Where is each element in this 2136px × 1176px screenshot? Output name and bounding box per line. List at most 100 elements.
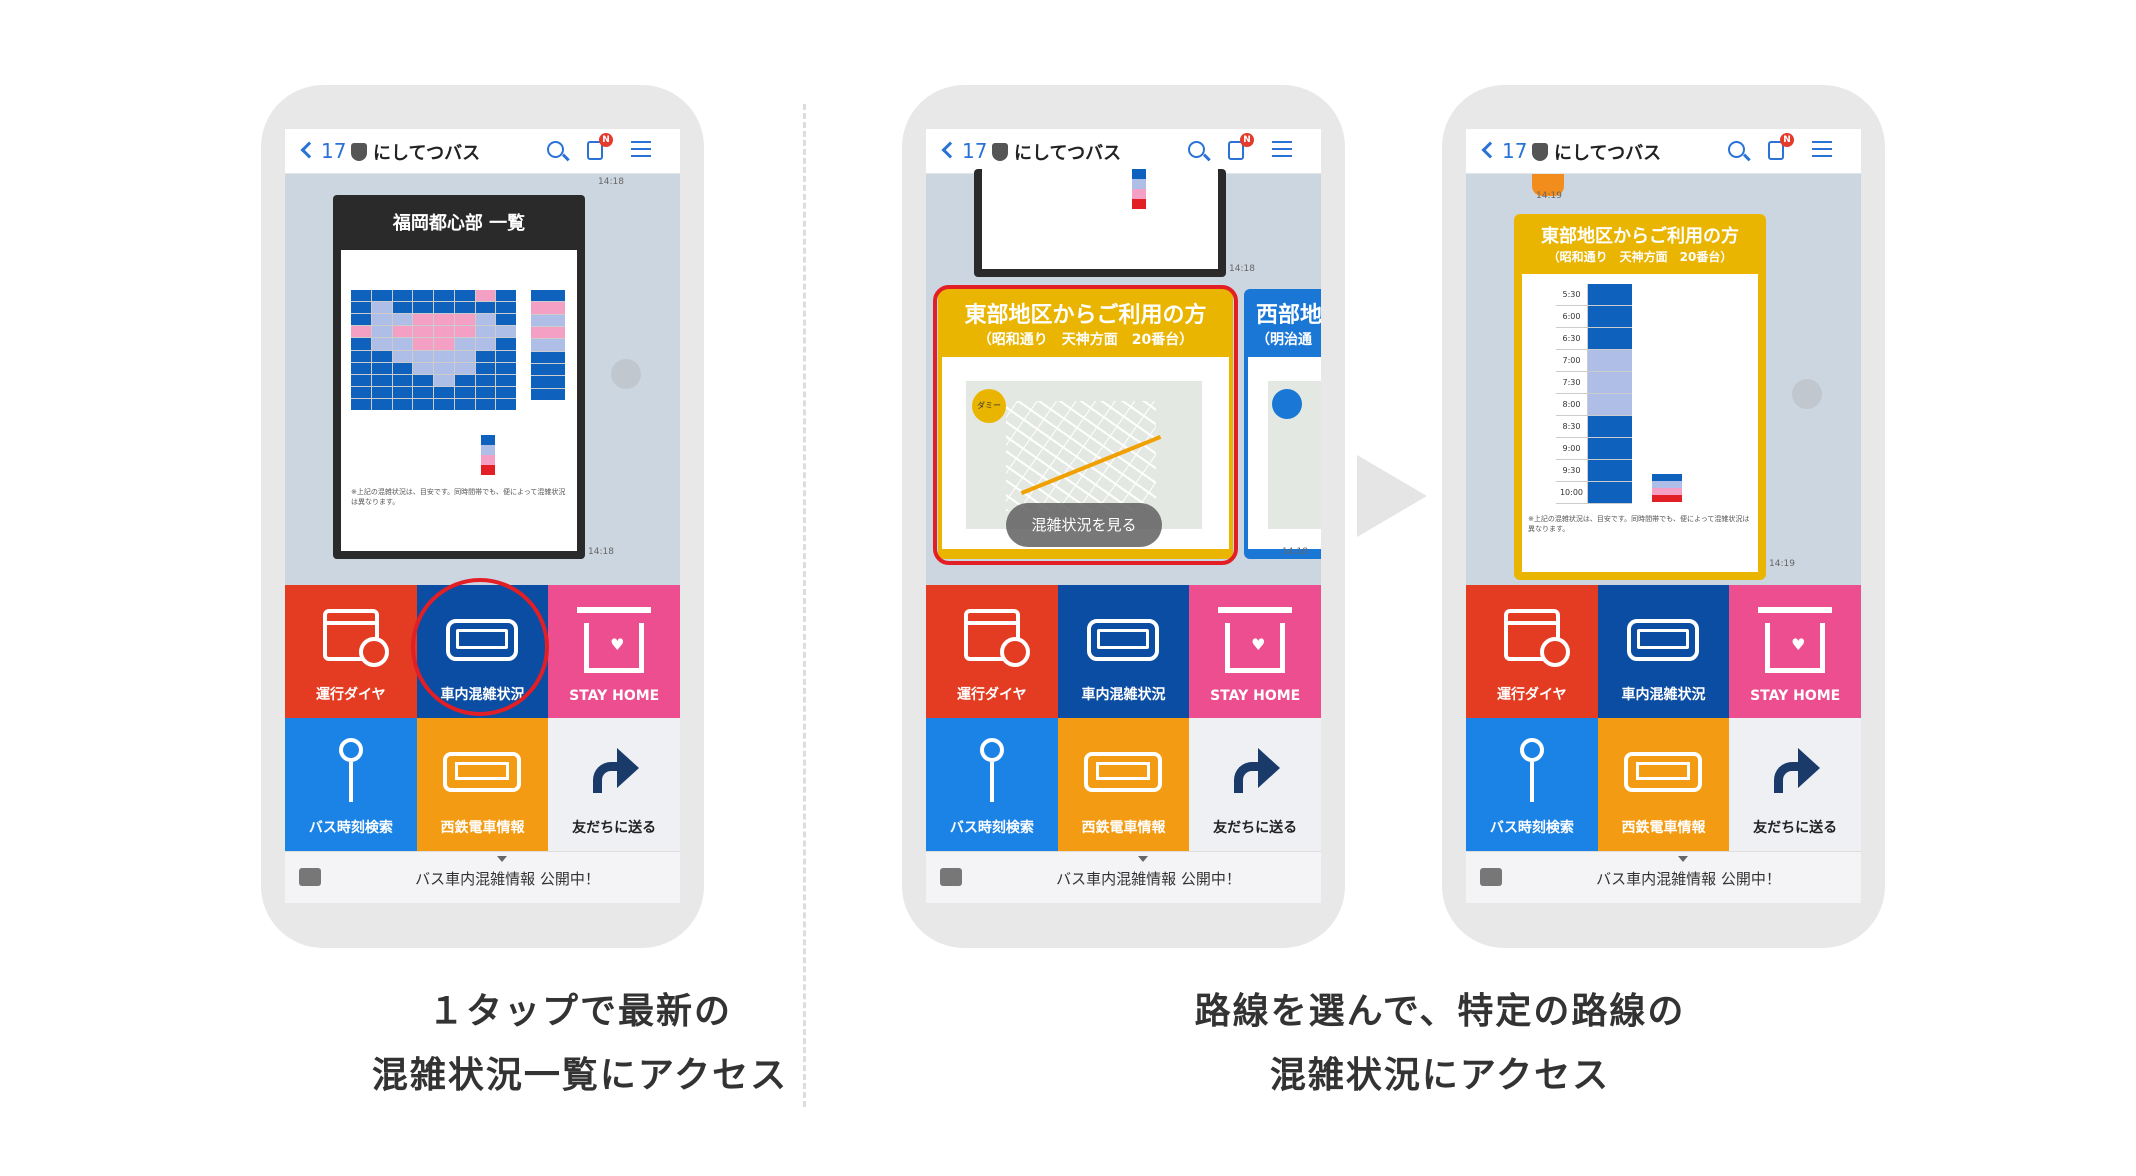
bus-congestion-button[interactable]: 車内混雑状況 — [1597, 585, 1730, 718]
tile-label: 西鉄電車情報 — [1081, 820, 1166, 836]
tile-label: 車内混雑状況 — [1621, 687, 1706, 703]
legend-swatches — [481, 435, 495, 475]
phone-mockup-1: 17 にしてつバス N 14:18 福岡都心部 一覧 — [261, 85, 704, 948]
send-to-friends-button[interactable]: 友だちに送る — [1189, 718, 1321, 851]
caption-right: 路線を選んで、特定の路線の 混雑状況にアクセス — [1060, 980, 1820, 1108]
rich-menu-bar-label[interactable]: バス車内混雑情報 公開中！ — [1056, 870, 1241, 888]
search-icon[interactable] — [1188, 141, 1205, 158]
phone-screen: 17 にしてつバス N 14:19 東部地区からご利用の方 （昭和通り 天神方面… — [1466, 129, 1861, 903]
train-info-button[interactable]: 西鉄電車情報 — [1597, 718, 1730, 851]
time-row: 7:30 — [1556, 372, 1632, 394]
bus-time-search-button[interactable]: バス時刻検索 — [285, 718, 417, 851]
back-count: 17 — [962, 139, 988, 163]
stay-home-button[interactable]: ♥STAY HOME — [548, 585, 680, 718]
timetable-button[interactable]: 運行ダイヤ — [926, 585, 1058, 718]
timetable-button[interactable]: 運行ダイヤ — [1466, 585, 1598, 718]
share-icon[interactable] — [611, 359, 641, 389]
clock-icon — [999, 637, 1030, 667]
congestion-list-card[interactable] — [974, 169, 1226, 277]
card-title: 東部地区からご利用の方 — [964, 303, 1207, 328]
sticker-image — [1532, 174, 1564, 196]
message-time: 14:18 — [588, 547, 614, 557]
time-row: 6:00 — [1556, 306, 1632, 328]
search-icon[interactable] — [1728, 141, 1745, 158]
notes-icon[interactable] — [1768, 141, 1784, 160]
legend-swatches — [1652, 474, 1682, 502]
rich-menu-bar-label[interactable]: バス車内混雑情報 公開中！ — [1596, 870, 1781, 888]
route-card-east[interactable]: 東部地区からご利用の方 （昭和通り 天神方面 20番台） ダミー 混雑状況を見る — [938, 289, 1233, 559]
legend-swatches — [1132, 169, 1146, 209]
menu-icon[interactable] — [1812, 141, 1832, 157]
search-icon[interactable] — [547, 141, 564, 158]
chat-header: 17 にしてつバス N — [1466, 129, 1861, 174]
congestion-cell — [1588, 438, 1632, 459]
tile-label: 友だちに送る — [1213, 820, 1298, 836]
congestion-list-card[interactable]: 福岡都心部 一覧 — [333, 195, 585, 559]
card-title: 西部地 — [1256, 303, 1321, 328]
share-icon[interactable] — [1792, 379, 1822, 409]
tile-label: STAY HOME — [1210, 688, 1301, 704]
account-name: にしてつバス — [1014, 143, 1122, 164]
congestion-cell — [1588, 482, 1632, 503]
train-info-button[interactable]: 西鉄電車情報 — [416, 718, 549, 851]
card-body: ダミー 混雑状況を見る — [942, 357, 1229, 549]
keyboard-icon[interactable] — [1480, 868, 1502, 886]
notes-icon[interactable] — [1228, 141, 1244, 160]
caret-down-icon[interactable] — [497, 856, 507, 862]
bus-time-search-button[interactable]: バス時刻検索 — [1466, 718, 1598, 851]
timetable-button[interactable]: 運行ダイヤ — [285, 585, 417, 718]
notes-icon[interactable] — [587, 141, 603, 160]
map-marker: ダミー — [972, 389, 1006, 423]
rich-menu-bar-label[interactable]: バス車内混雑情報 公開中！ — [415, 870, 600, 888]
caret-down-icon[interactable] — [1678, 856, 1688, 862]
phone-screen: 17 にしてつバス N 14:18 福岡都心部 一覧 — [285, 129, 680, 903]
time-label: 9:00 — [1556, 438, 1588, 459]
tile-label: バス時刻検索 — [949, 820, 1034, 836]
tile-label: 友だちに送る — [1753, 820, 1838, 836]
route-card-west[interactable]: 西部地 （明治通 — [1244, 289, 1321, 559]
tile-label: 西鉄電車情報 — [1621, 820, 1706, 836]
stay-home-button[interactable]: ♥STAY HOME — [1729, 585, 1861, 718]
menu-icon[interactable] — [631, 141, 651, 157]
next-arrow-icon — [1357, 455, 1427, 537]
train-info-button[interactable]: 西鉄電車情報 — [1057, 718, 1190, 851]
chevron-left-icon — [1481, 141, 1499, 159]
stay-home-button[interactable]: ♥STAY HOME — [1189, 585, 1321, 718]
time-row: 9:30 — [1556, 460, 1632, 482]
highlight-circle — [411, 578, 549, 716]
caption-line: １タップで最新の — [427, 991, 732, 1032]
back-button[interactable]: 17 — [300, 139, 346, 163]
keyboard-icon[interactable] — [940, 868, 962, 886]
bus-congestion-button[interactable]: 車内混雑状況 — [1057, 585, 1190, 718]
caption-line: 混雑状況にアクセス — [1269, 1055, 1611, 1096]
map-roads — [1006, 401, 1156, 511]
bus-icon — [1627, 619, 1700, 661]
congestion-cell — [1588, 306, 1632, 327]
tile-label: 西鉄電車情報 — [440, 820, 525, 836]
view-congestion-button[interactable]: 混雑状況を見る — [1006, 503, 1162, 547]
card-subtitle: （明治通 — [1256, 332, 1312, 348]
train-icon — [443, 752, 522, 792]
house-icon: ♥ — [1758, 607, 1833, 673]
message-time: 14:18 — [1229, 264, 1255, 274]
send-to-friends-button[interactable]: 友だちに送る — [548, 718, 680, 851]
time-row: 6:30 — [1556, 328, 1632, 350]
time-label: 7:00 — [1556, 350, 1588, 371]
time-label: 9:30 — [1556, 460, 1588, 481]
back-button[interactable]: 17 — [1481, 139, 1528, 163]
keyboard-icon[interactable] — [299, 868, 321, 886]
caption-line: 路線を選んで、特定の路線の — [1194, 991, 1686, 1032]
caret-down-icon[interactable] — [1138, 856, 1148, 862]
calendar-icon — [963, 609, 1030, 667]
back-count: 17 — [1502, 139, 1528, 163]
bus-time-search-button[interactable]: バス時刻検索 — [926, 718, 1058, 851]
account-name: にしてつバス — [1554, 143, 1662, 164]
back-button[interactable]: 17 — [941, 139, 988, 163]
menu-icon[interactable] — [1272, 141, 1292, 157]
chat-header: 17 にしてつバス N — [285, 129, 680, 174]
tile-label: バス時刻検索 — [1489, 820, 1574, 836]
card-title: 東部地区からご利用の方 — [1541, 226, 1739, 247]
send-to-friends-button[interactable]: 友だちに送る — [1729, 718, 1861, 851]
